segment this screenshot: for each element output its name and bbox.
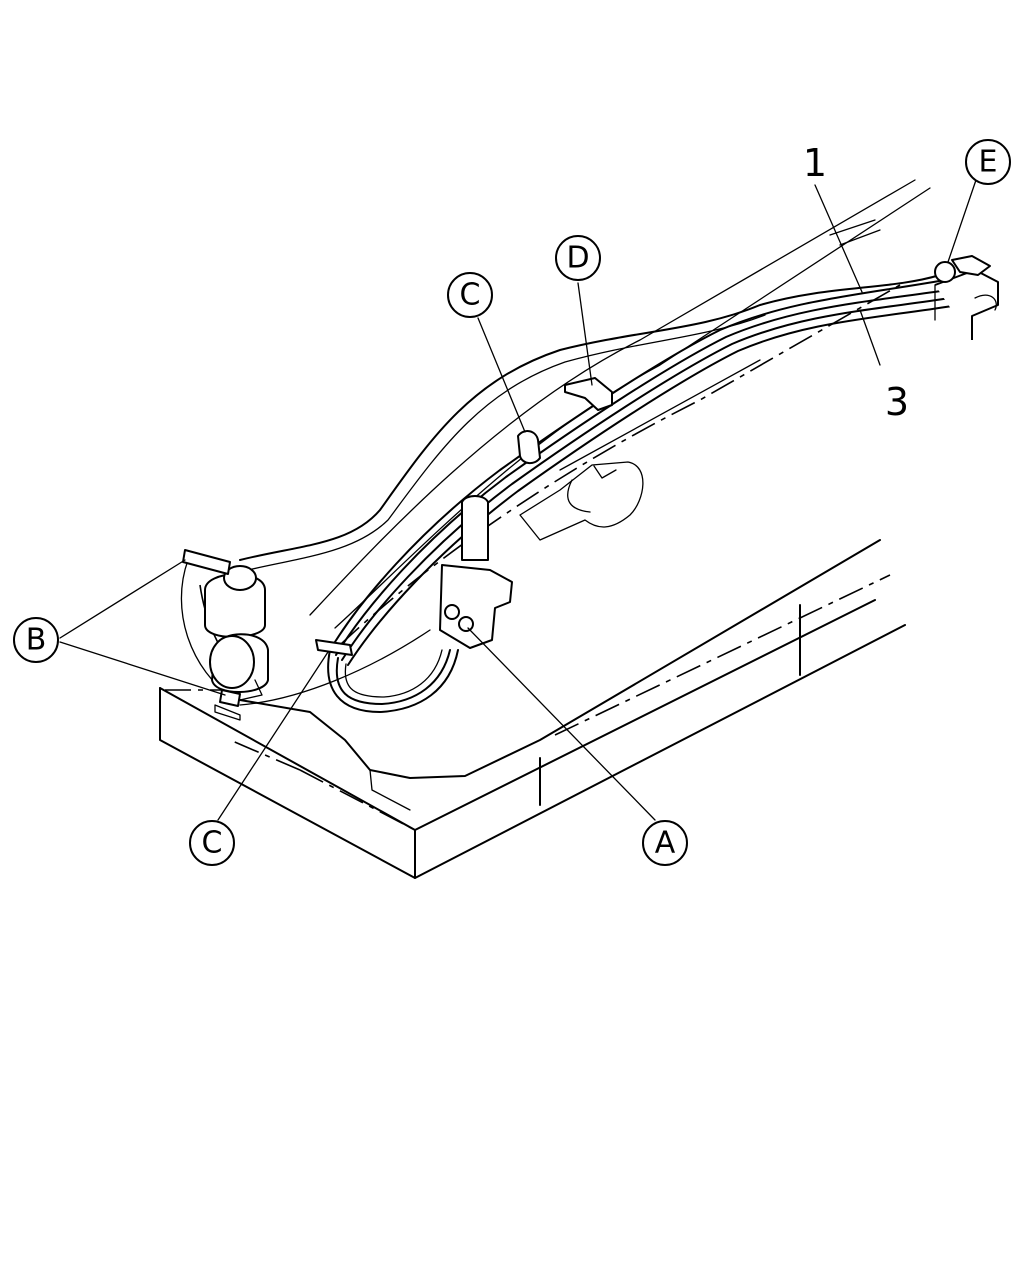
callout-c-lower-label: C	[202, 826, 223, 861]
callout-d-label: D	[566, 241, 589, 276]
callout-e-label: E	[979, 145, 998, 180]
line-connector	[519, 461, 644, 541]
callout-c-upper: C	[447, 272, 493, 318]
canister-assembly	[182, 549, 269, 721]
fuel-line-bundle	[180, 274, 953, 713]
fitting-e	[934, 255, 999, 340]
clip-c-upper	[517, 430, 541, 464]
clip-c-lower	[315, 639, 353, 656]
leader-lines	[59, 179, 977, 821]
callout-c-lower: C	[189, 820, 235, 866]
body-rail	[309, 179, 931, 646]
callout-a: A	[642, 820, 688, 866]
frame-block	[159, 539, 906, 879]
callout-c-upper-label: C	[460, 278, 481, 313]
callout-b-label: B	[26, 623, 47, 658]
callout-e: E	[965, 139, 1011, 185]
part-number-1: 1	[803, 141, 827, 185]
part-number-3: 3	[885, 380, 909, 424]
callout-d: D	[555, 235, 601, 281]
callout-b: B	[13, 617, 59, 663]
mounting-bracket	[439, 495, 513, 649]
clip-d	[564, 377, 613, 411]
callout-a-label: A	[655, 826, 676, 861]
